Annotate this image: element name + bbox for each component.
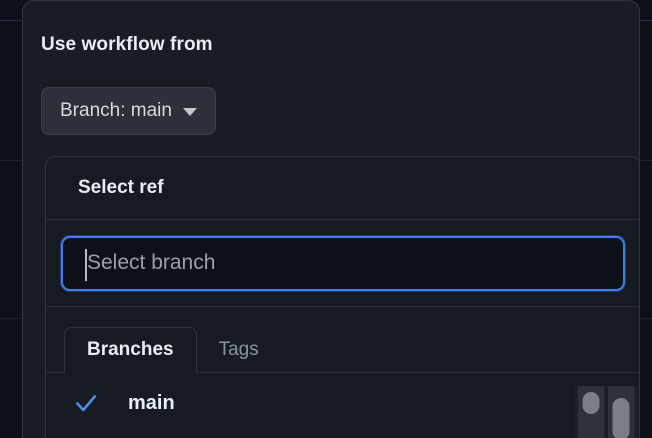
- select-ref-header: Select ref: [46, 157, 639, 220]
- list-item-label: main: [128, 391, 175, 414]
- branch-selector-button[interactable]: Branch: main: [41, 87, 216, 135]
- background-rule: [0, 20, 22, 21]
- ref-tabs: Branches Tags: [46, 307, 639, 373]
- page-background-left: [0, 0, 22, 438]
- background-rule: [640, 160, 652, 161]
- text-caret: [85, 248, 87, 281]
- check-icon: [66, 390, 106, 416]
- branch-selector-label: Branch: main: [60, 100, 172, 121]
- tab-tags-label: Tags: [218, 339, 259, 360]
- scrollbar-track-outer[interactable]: [608, 386, 634, 438]
- tab-branches[interactable]: Branches: [64, 327, 197, 373]
- scrollbar-thumb[interactable]: [612, 398, 630, 438]
- background-rule: [640, 318, 652, 319]
- scrollbar-track-inner[interactable]: [578, 386, 604, 438]
- page-title: Use workflow from: [41, 34, 213, 55]
- workflow-dispatch-dialog: Use workflow from Branch: main Select re…: [22, 0, 640, 438]
- background-rule: [0, 160, 22, 161]
- background-rule: [640, 20, 652, 21]
- scrollbar-divider: [634, 386, 637, 438]
- scrollbar-divider: [604, 386, 607, 438]
- search-input-placeholder: Select branch: [87, 251, 216, 274]
- select-ref-title: Select ref: [78, 177, 164, 198]
- background-rule: [0, 318, 22, 319]
- branch-list: main: [46, 373, 639, 424]
- tab-tags[interactable]: Tags: [197, 327, 281, 373]
- search-input[interactable]: Select branch: [61, 235, 625, 291]
- scrollbar-thumb[interactable]: [582, 392, 600, 414]
- chevron-down-icon: [182, 108, 197, 116]
- scrollbar-divider: [575, 386, 578, 438]
- search-section: Select branch: [46, 220, 639, 307]
- page-background-right: [640, 0, 652, 438]
- tab-branches-label: Branches: [87, 339, 174, 360]
- tab-underline: [46, 372, 639, 373]
- select-ref-panel: Select ref Select branch Branches Tags: [45, 156, 639, 438]
- list-item[interactable]: main: [46, 382, 639, 424]
